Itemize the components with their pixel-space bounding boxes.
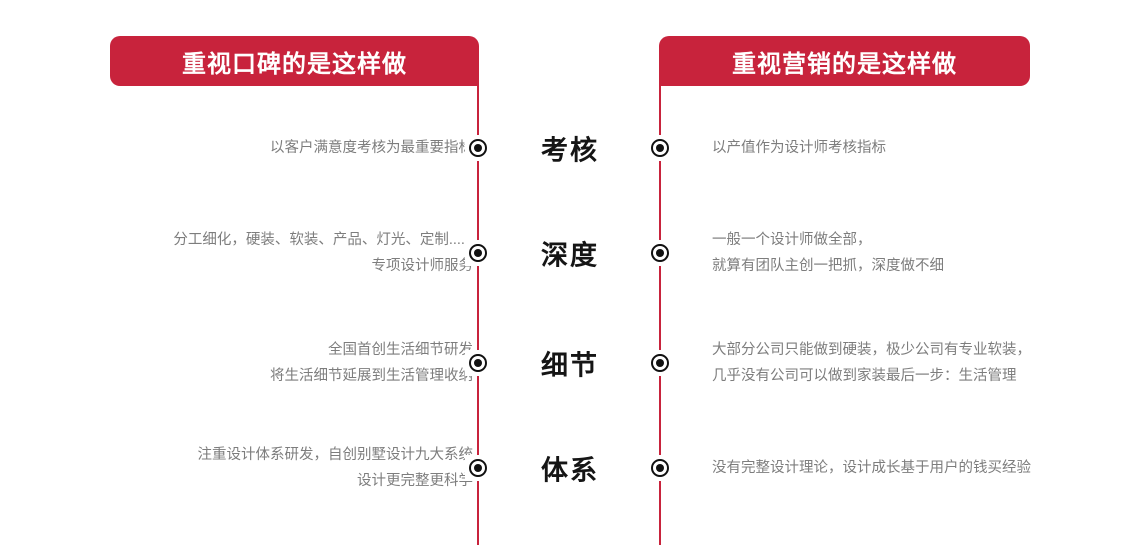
row-center-label: 考核 (541, 135, 599, 166)
row-right-text: 以产值作为设计师考核指标 (712, 140, 886, 156)
bullseye-dot-icon-right (647, 240, 673, 266)
bullseye-dot-icon-right (647, 135, 673, 161)
row-right-text: 一般一个设计师做全部， 就算有团队主创一把抓，深度做不细 (712, 232, 944, 274)
bullseye-dot-icon-left (465, 135, 491, 161)
bullseye-dot-icon-left (465, 240, 491, 266)
bullseye-dot-icon (469, 139, 487, 157)
row-right-text: 没有完整设计理论，设计成长基于用户的钱买经验 (712, 460, 1031, 476)
bullseye-dot-icon-left (465, 455, 491, 481)
timeline-rail-left (477, 86, 479, 545)
row-center-label: 体系 (541, 455, 599, 486)
row-left-text: 以客户满意度考核为最重要指标 (270, 140, 473, 156)
bullseye-dot-icon (469, 459, 487, 477)
bullseye-dot-icon (651, 354, 669, 372)
bullseye-dot-icon-right (647, 350, 673, 376)
row-center-label: 深度 (541, 240, 599, 271)
bullseye-dot-icon (651, 244, 669, 262)
row-left-text: 注重设计体系研发，自创别墅设计九大系统 设计更完整更科学 (197, 447, 474, 489)
header-banner-right-label: 重视营销的是这样做 (732, 50, 957, 78)
row-right-text: 大部分公司只能做到硬装，极少公司有专业软装， 几乎没有公司可以做到家装最后一步：… (712, 342, 1031, 384)
timeline-rail-right (659, 86, 661, 545)
row-left-text: 分工细化，硬装、软装、产品、灯光、定制...... 专项设计师服务 (173, 232, 473, 274)
bullseye-dot-icon (469, 244, 487, 262)
bullseye-dot-icon-left (465, 350, 491, 376)
row-center-label: 细节 (541, 350, 599, 381)
row-left-text: 全国首创生活细节研发 将生活细节延展到生活管理收纳 (270, 342, 473, 384)
header-banner-left: 重视口碑的是这样做 (110, 36, 479, 86)
header-banner-left-label: 重视口碑的是这样做 (182, 50, 407, 78)
bullseye-dot-icon (469, 354, 487, 372)
bullseye-dot-icon (651, 139, 669, 157)
bullseye-dot-icon-right (647, 455, 673, 481)
bullseye-dot-icon (651, 459, 669, 477)
header-banner-right: 重视营销的是这样做 (659, 36, 1030, 86)
